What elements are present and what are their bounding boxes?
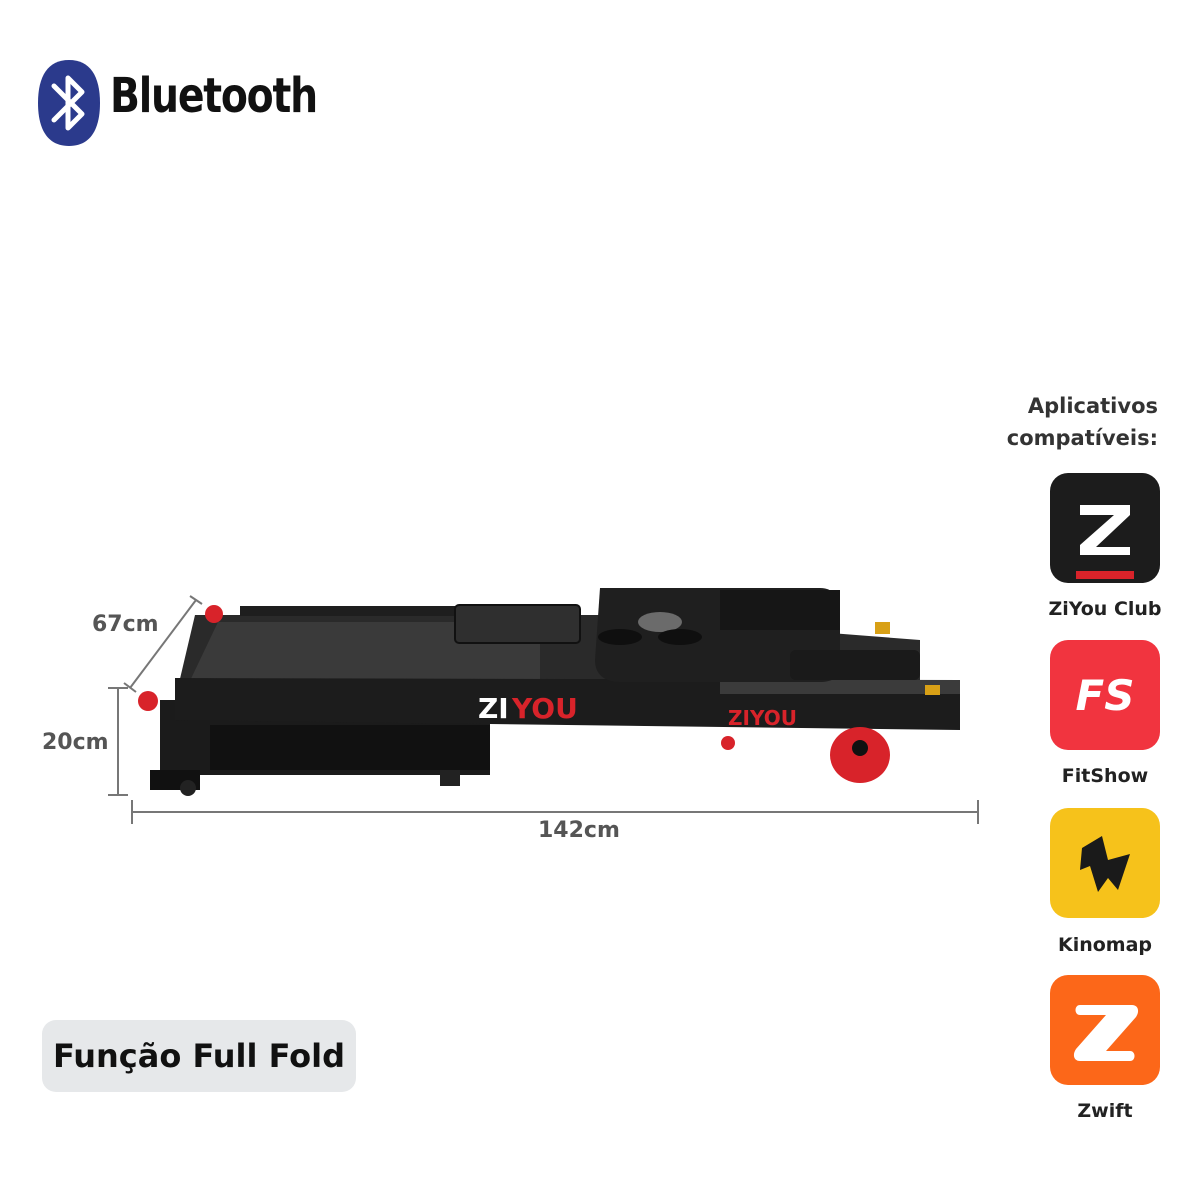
depth-dimension-label: 67cm (92, 612, 159, 637)
full-fold-badge: Função Full Fold (42, 1020, 356, 1092)
fitshow-mark: FS (1076, 671, 1135, 720)
apps-title-line2: compatíveis: (1006, 426, 1158, 450)
ziyou-club-label: ZiYou Club (1048, 598, 1162, 620)
treadmill-image: ZI YOU ZIYOU (138, 588, 960, 796)
kinomap-label: Kinomap (1057, 934, 1153, 956)
fitshow-icon[interactable]: FS (1050, 640, 1160, 750)
apps-title-line1: Aplicativos (1027, 394, 1158, 418)
ziyou-logo-right: ZIYOU (728, 706, 797, 730)
bluetooth-icon (38, 60, 100, 146)
bluetooth-label: Bluetooth (110, 68, 318, 124)
fitshow-label: FitShow (1061, 765, 1149, 787)
length-dimension-label: 142cm (538, 818, 620, 843)
ziyou-club-icon[interactable] (1050, 473, 1160, 583)
ziyou-logo-left-a: ZI (478, 692, 509, 725)
height-dimension-label: 20cm (42, 730, 109, 755)
ziyou-logo-left-b: YOU (511, 692, 578, 725)
zwift-label: Zwift (1077, 1100, 1133, 1122)
kinomap-icon[interactable] (1050, 808, 1160, 918)
compatible-apps-title: Aplicativos compatíveis: (1007, 390, 1158, 454)
zwift-icon[interactable] (1050, 975, 1160, 1085)
